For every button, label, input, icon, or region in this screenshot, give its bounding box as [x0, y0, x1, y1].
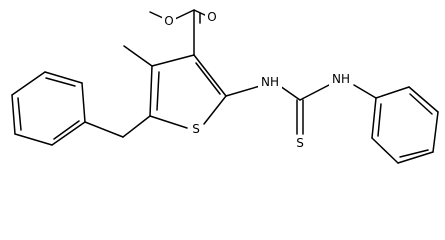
bonds [11, 9, 439, 164]
bond-s-c2 [203, 95, 227, 125]
bond-methyl-o [149, 11, 164, 19]
ester-oxygen-label: O [164, 14, 173, 28]
bond-c5-s [149, 115, 188, 129]
ring-sulfur-label: S [192, 122, 200, 136]
bond-benzyl-2 [44, 71, 83, 84]
bond-cs-nh [299, 84, 330, 101]
bond-c3-c4 [151, 54, 195, 67]
bond-benzyl-1 [81, 82, 86, 123]
bond-phenyl-double-1 [409, 93, 433, 115]
bond-ch2-ring [84, 121, 124, 138]
bond-phenyl-3 [432, 111, 439, 153]
bond-phenyl-double-2 [399, 149, 429, 158]
bond-c4-c5-double [156, 71, 160, 111]
bond-benzyl-4 [11, 94, 16, 135]
bond-c4-methyl [123, 45, 153, 67]
bond-phenyl-5 [371, 137, 399, 164]
atom-ring-sulfur: S [189, 121, 203, 137]
bond-benzyl-5 [14, 133, 53, 146]
carbonyl-oxygen-label: O [207, 10, 216, 24]
bond-c3-c2 [193, 54, 227, 97]
thione-sulfur-label: S [296, 136, 304, 150]
bond-phenyl-double-3 [377, 103, 382, 137]
atom-carbonyl-oxygen: O [205, 9, 219, 25]
bond-benzyl-6 [51, 121, 86, 146]
atom-nh-left: NH [258, 74, 282, 90]
atom-ester-oxygen: O [162, 13, 176, 29]
bond-nh-cs [279, 85, 301, 101]
bond-c4-c5 [149, 65, 153, 117]
bond-phenyl-1 [375, 86, 410, 99]
bond-nh-phenyl [353, 84, 377, 99]
bond-phenyl-2 [408, 86, 439, 113]
bond-benzyl-double-1 [45, 77, 76, 87]
bond-benzyl-double-2 [17, 97, 22, 131]
nh-right-label: NH [332, 72, 350, 86]
bond-c5-ch2 [122, 115, 151, 138]
bond-o-carbonyl-c [174, 9, 195, 20]
atom-nh-right: NH [329, 71, 353, 87]
nh-left-label: NH [261, 75, 279, 89]
bond-c2-nh [225, 85, 261, 97]
bond-benzyl-3 [11, 71, 46, 96]
bond-phenyl-4 [397, 151, 434, 164]
bond-c3-c2-double [195, 62, 221, 95]
atom-labels: S O O NH NH S [162, 9, 353, 151]
atom-thione-sulfur: S [293, 135, 307, 151]
molecule-diagram: S O O NH NH S [11, 9, 439, 164]
bond-phenyl-6 [371, 97, 377, 139]
bond-benzyl-double-3 [53, 120, 80, 140]
